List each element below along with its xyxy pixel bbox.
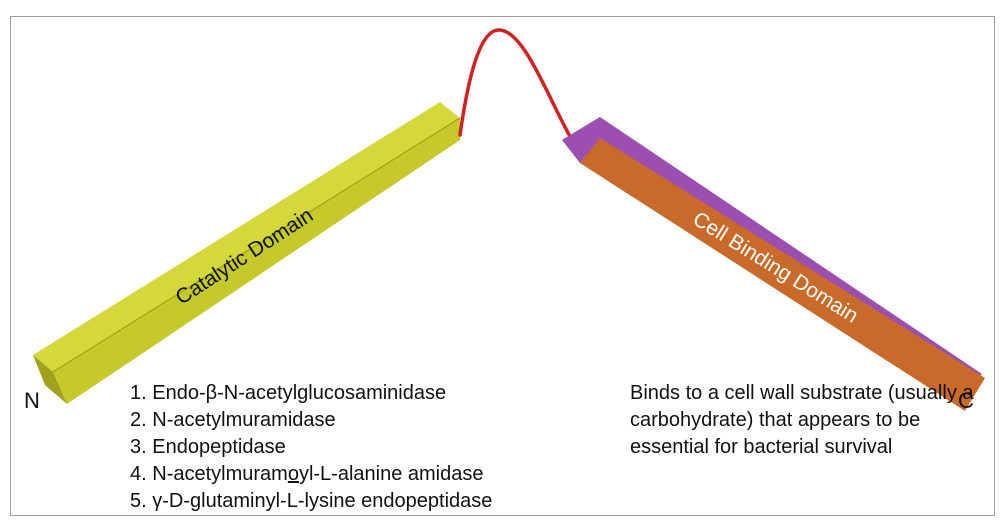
list-item: 1. Endo-β-N-acetylglucosaminidase xyxy=(130,380,492,407)
list-item: 2. N-acetylmuramidase xyxy=(130,407,492,434)
n-terminus-label: N xyxy=(24,388,40,414)
list-item: 3. Endopeptidase xyxy=(130,434,492,461)
cell-binding-domain-label: Cell Binding Domain xyxy=(689,207,863,327)
catalytic-activity-list: 1. Endo-β-N-acetylglucosaminidase 2. N-a… xyxy=(130,380,492,515)
list-item: 4. N-acetylmuramoyl-L-alanine amidase xyxy=(130,461,492,488)
catalytic-domain-top-face xyxy=(33,102,460,372)
catalytic-domain-block: Catalytic Domain xyxy=(33,102,460,404)
list-item: 5. γ-D-glutaminyl-L-lysine endopeptidase xyxy=(130,488,492,515)
linker-loop xyxy=(460,30,572,140)
cell-binding-description: Binds to a cell wall substrate (usually … xyxy=(630,380,975,461)
cell-binding-domain-block: Cell Binding Domain xyxy=(562,117,985,411)
